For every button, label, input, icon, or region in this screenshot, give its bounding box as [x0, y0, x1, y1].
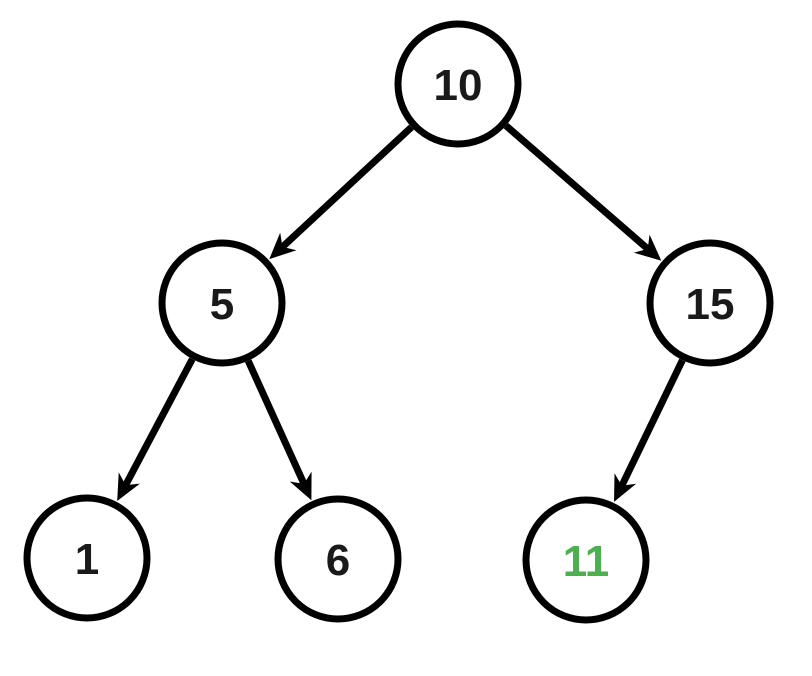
tree-node-11: 11 — [522, 496, 650, 624]
node-value: 5 — [210, 280, 234, 329]
node-value-highlighted: 11 — [563, 537, 610, 586]
tree-node-1: 1 — [23, 494, 151, 622]
edge-n5-n1 — [117, 357, 196, 501]
node-value: 6 — [326, 536, 350, 585]
edge-shaft — [280, 124, 414, 250]
edge-shaft — [618, 358, 686, 488]
arrowhead-icon — [269, 232, 297, 260]
arrowhead-icon — [633, 234, 662, 261]
arrowhead-icon — [117, 472, 140, 501]
edges-layer — [117, 123, 686, 502]
tree-node-5: 5 — [158, 239, 286, 367]
node-circle — [158, 239, 286, 367]
node-circle — [394, 20, 522, 148]
tree-node-15: 15 — [646, 239, 774, 367]
node-value: 1 — [75, 535, 99, 584]
node-circle — [23, 494, 151, 622]
node-circle — [522, 496, 650, 624]
node-value: 15 — [686, 280, 735, 329]
arrowhead-icon — [289, 471, 312, 501]
edge-shaft — [245, 359, 308, 486]
edge-n5-n6 — [245, 359, 312, 501]
arrowhead-icon — [614, 473, 637, 502]
node-value: 10 — [434, 61, 483, 110]
edge-n10-n5 — [269, 124, 414, 260]
edge-shaft — [122, 357, 196, 487]
edge-shaft — [503, 123, 651, 252]
node-circle — [274, 495, 402, 623]
edge-n15-n11 — [614, 358, 686, 502]
nodes-layer: 10 5 15 1 6 11 — [23, 20, 774, 624]
tree-node-6: 6 — [274, 495, 402, 623]
tree-node-10: 10 — [394, 20, 522, 148]
node-circle — [646, 239, 774, 367]
edge-n10-n15 — [503, 123, 662, 261]
